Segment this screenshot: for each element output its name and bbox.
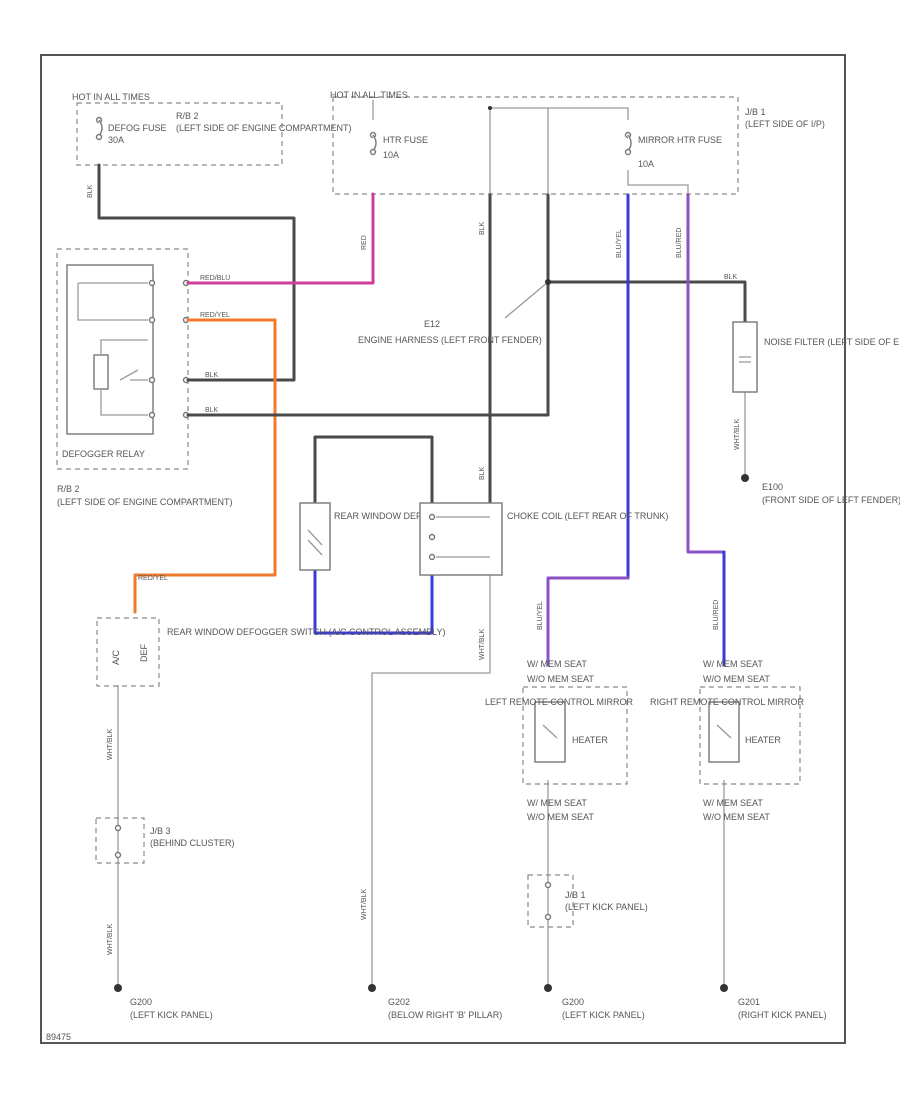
defogger-relay: DEFOGGER RELAY [56,248,190,470]
wire-label-wht-blk-2: WHT/BLK [107,729,114,760]
rear-window-defogger: REAR WINDOW DEFOGGER [299,502,455,571]
switch-terminal-ac: A/C [111,649,121,665]
mirror-fuse-rating: 10A [638,159,654,169]
rb2-bottom-location: (LEFT SIDE OF ENGINE COMPARTMENT) [57,497,233,507]
wire-label-blu-yel: BLU/YEL [616,229,623,258]
ground-g202-icon [368,984,376,992]
hot-label-fuse: HOT IN ALL TIMES [330,90,408,100]
wire-defog-feed [97,163,296,382]
ground-g200-a-label: G200 [130,997,152,1007]
right-conn-top-2: W/O MEM SEAT [703,674,770,684]
mirror-fuse-label: MIRROR HTR FUSE [638,135,722,145]
noise-filter-label: NOISE FILTER (LEFT SIDE OF ENGINE COMPT) [764,337,900,347]
rb2-defog-fuse-block: HOT IN ALL TIMES R/B 2 (LEFT SIDE OF ENG… [72,92,352,166]
switch-label: REAR WINDOW DEFOGGER SWITCH (A/C CONTROL… [167,627,446,637]
wire-label-red-blu: RED/BLU [200,275,230,282]
left-conn-bot-2: W/O MEM SEAT [527,812,594,822]
ground-g200-b-icon [544,984,552,992]
wire-noise-filter [546,280,747,324]
wire-label-blk-2: BLK [205,372,219,379]
jb1-lower-location: (LEFT KICK PANEL) [565,902,648,912]
wire-relay-output [186,193,550,417]
wire-label-red: RED [361,235,368,250]
ground-g200-b-location: (LEFT KICK PANEL) [562,1010,645,1020]
wire-label-blk-6: BLK [479,466,486,480]
jb1-lower-block: J/B 1 (LEFT KICK PANEL) [527,874,648,928]
ground-g201-location: (RIGHT KICK PANEL) [738,1010,827,1020]
right-conn-bot: W/ MEM SEAT [703,798,763,808]
right-mirror-label: RIGHT REMOTE CONTROL MIRROR [650,697,805,707]
right-remote-mirror: W/ MEM SEAT W/O MEM SEAT RIGHT REMOTE CO… [650,659,805,822]
wire-label-wht-blk-4: WHT/BLK [361,889,368,920]
htr-fuse-rating: 10A [383,150,399,160]
noise-filter: NOISE FILTER (LEFT SIDE OF ENGINE COMPT) [732,321,900,393]
ground-g201-label: G201 [738,997,760,1007]
left-conn-top: W/ MEM SEAT [527,659,587,669]
htr-fuse-label: HTR FUSE [383,135,428,145]
jb3-label: J/B 3 [150,826,171,836]
jb1-top-label: J/B 1 [745,107,766,117]
choke-coil: CHOKE COIL (LEFT REAR OF TRUNK) [419,502,668,576]
choke-coil-label: CHOKE COIL (LEFT REAR OF TRUNK) [507,511,668,521]
left-heater-label: HEATER [572,735,608,745]
wire-label-blk-4: BLK [479,221,486,235]
diagram-id: 89475 [46,1032,71,1042]
left-mirror-label: LEFT REMOTE CONTROL MIRROR [485,697,634,707]
ground-g200-a-location: (LEFT KICK PANEL) [130,1010,213,1020]
ground-e100-label: E100 [762,482,783,492]
ground-g200-a-icon [114,984,122,992]
splice-description: ENGINE HARNESS (LEFT FRONT FENDER) [358,335,542,345]
wire-label-blk-5: BLK [724,274,738,281]
ground-g202-location: (BELOW RIGHT 'B' PILLAR) [388,1010,502,1020]
defog-fuse-rating: 30A [108,135,124,145]
splice-id: E12 [424,319,440,329]
jb1-lower-label: J/B 1 [565,890,586,900]
wire-label-red-yel-2: RED/YEL [138,575,168,582]
switch-terminal-def: DEF [139,643,149,662]
defog-fuse-label: DEFOG FUSE [108,123,167,133]
wire-defogger-bottom [313,568,434,635]
jb3-location: (BEHIND CLUSTER) [150,838,235,848]
wire-label-blk-3: BLK [205,407,219,414]
right-conn-bot-2: W/O MEM SEAT [703,812,770,822]
rb2-bottom-label: R/B 2 [57,484,80,494]
wire-defogger-top [313,435,434,505]
ground-g201-icon [720,984,728,992]
wire-label-blu-yel-2: BLU/YEL [537,601,544,630]
wire-label-blk-1: BLK [87,184,94,198]
hot-label-relay: HOT IN ALL TIMES [72,92,150,102]
relay-label: DEFOGGER RELAY [62,449,145,459]
jb3-block: J/B 3 (BEHIND CLUSTER) [95,817,235,864]
wire-htr-feed [186,192,375,285]
wire-right-mirror [686,193,726,554]
left-conn-bot: W/ MEM SEAT [527,798,587,808]
rb2-top-location: (LEFT SIDE OF ENGINE COMPARTMENT) [176,123,352,133]
wire-label-blu-red-2: BLU/RED [713,600,720,630]
jb1-top-location: (LEFT SIDE OF I/P) [745,119,825,129]
jb1-fuse-block: HOT IN ALL TIMES J/B 1 (LEFT SIDE OF I/P… [330,90,825,195]
rb2-top-label: R/B 2 [176,111,199,121]
wire-label-red-yel: RED/YEL [200,312,230,319]
wire-switch-control [133,318,277,614]
left-remote-mirror: W/ MEM SEAT W/O MEM SEAT LEFT REMOTE CON… [485,659,634,822]
defogger-switch: A/C DEF REAR WINDOW DEFOGGER SWITCH (A/C… [96,617,446,687]
ground-e100-location: (FRONT SIDE OF LEFT FENDER) [762,495,900,505]
left-conn-top-2: W/O MEM SEAT [527,674,594,684]
ground-g202-label: G202 [388,997,410,1007]
right-heater-label: HEATER [745,735,781,745]
rear-defogger-label: REAR WINDOW DEFOGGER [334,511,455,521]
wire-label-wht-blk-5: WHT/BLK [479,629,486,660]
right-conn-top: W/ MEM SEAT [703,659,763,669]
ground-g200-b-label: G200 [562,997,584,1007]
ground-e100-icon [741,474,749,482]
wire-label-wht-blk-1: WHT/BLK [734,419,741,450]
diagram-frame [40,54,846,1044]
wire-label-blu-red: BLU/RED [676,228,683,258]
wire-label-wht-blk-3: WHT/BLK [107,924,114,955]
